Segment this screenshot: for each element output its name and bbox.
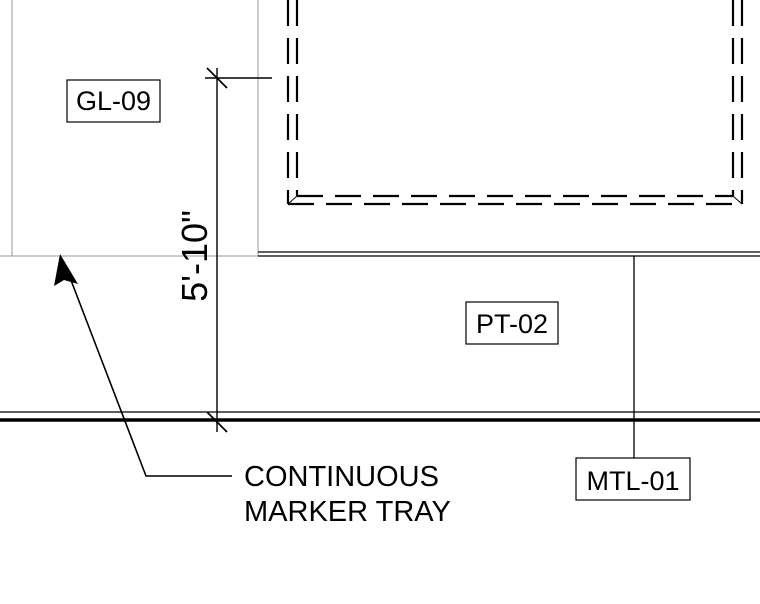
paint-tag: PT-02 <box>465 301 559 345</box>
dimension-line <box>205 67 272 433</box>
marker-tray-arrowhead <box>54 254 78 286</box>
glass-tag: GL-09 <box>66 79 161 123</box>
dimension-label: 5'-10" <box>174 210 215 302</box>
hidden-object-outline <box>286 0 744 206</box>
metal-tag: MTL-01 <box>575 457 691 501</box>
paint-tag-label: PT-02 <box>476 309 548 339</box>
note-line-1: CONTINUOUS <box>244 461 439 493</box>
paint-tag-box <box>465 301 559 345</box>
marker-tray-leader <box>63 261 232 477</box>
note-line-2: MARKER TRAY <box>244 496 451 528</box>
metal-tag-label: MTL-01 <box>586 466 679 496</box>
glass-tag-box <box>66 79 161 123</box>
metal-tag-box <box>575 457 691 501</box>
glass-tag-label: GL-09 <box>76 86 151 116</box>
wall-lines <box>0 251 760 422</box>
glass-panel <box>0 0 259 257</box>
